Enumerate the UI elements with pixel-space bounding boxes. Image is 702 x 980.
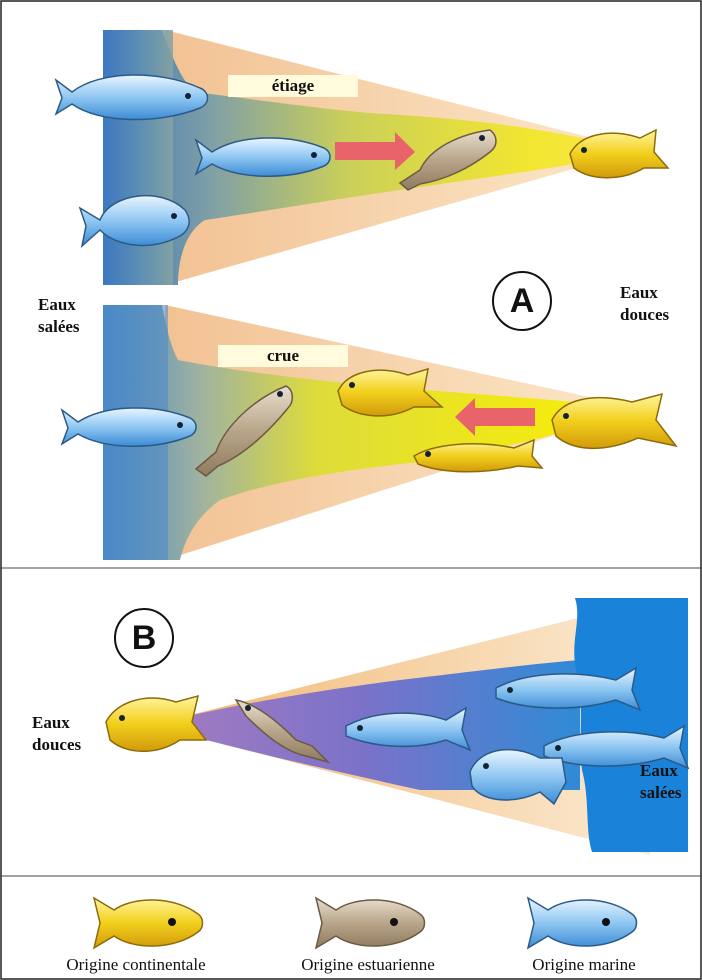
legend-label-continental: Origine continentale [26, 955, 246, 975]
panel-b-left-label: Eaux douces [32, 712, 81, 756]
panel-a-left-label: Eaux salées [38, 294, 80, 338]
legend-fish-marine [528, 898, 637, 948]
panel-b-badge: B [114, 608, 174, 668]
panel-b-right-label: Eaux salées [640, 760, 682, 804]
marine-fish-b4 [470, 750, 566, 804]
marine-fish-a4 [62, 408, 196, 446]
marine-fish-a1 [56, 75, 208, 120]
panel-a-badge: A [492, 271, 552, 331]
etiage-tag: étiage [228, 75, 358, 97]
legend-label-estuarine: Origine estuarienne [258, 955, 478, 975]
legend-fish-continental [94, 898, 203, 948]
legend-label-marine: Origine marine [474, 955, 694, 975]
crue-tag: crue [218, 345, 348, 367]
legend-fish-estuarine [316, 898, 425, 948]
panel-a-right-label: Eaux douces [620, 282, 669, 326]
continental-fish-b1 [106, 696, 206, 751]
marine-fish-a3 [80, 196, 189, 246]
